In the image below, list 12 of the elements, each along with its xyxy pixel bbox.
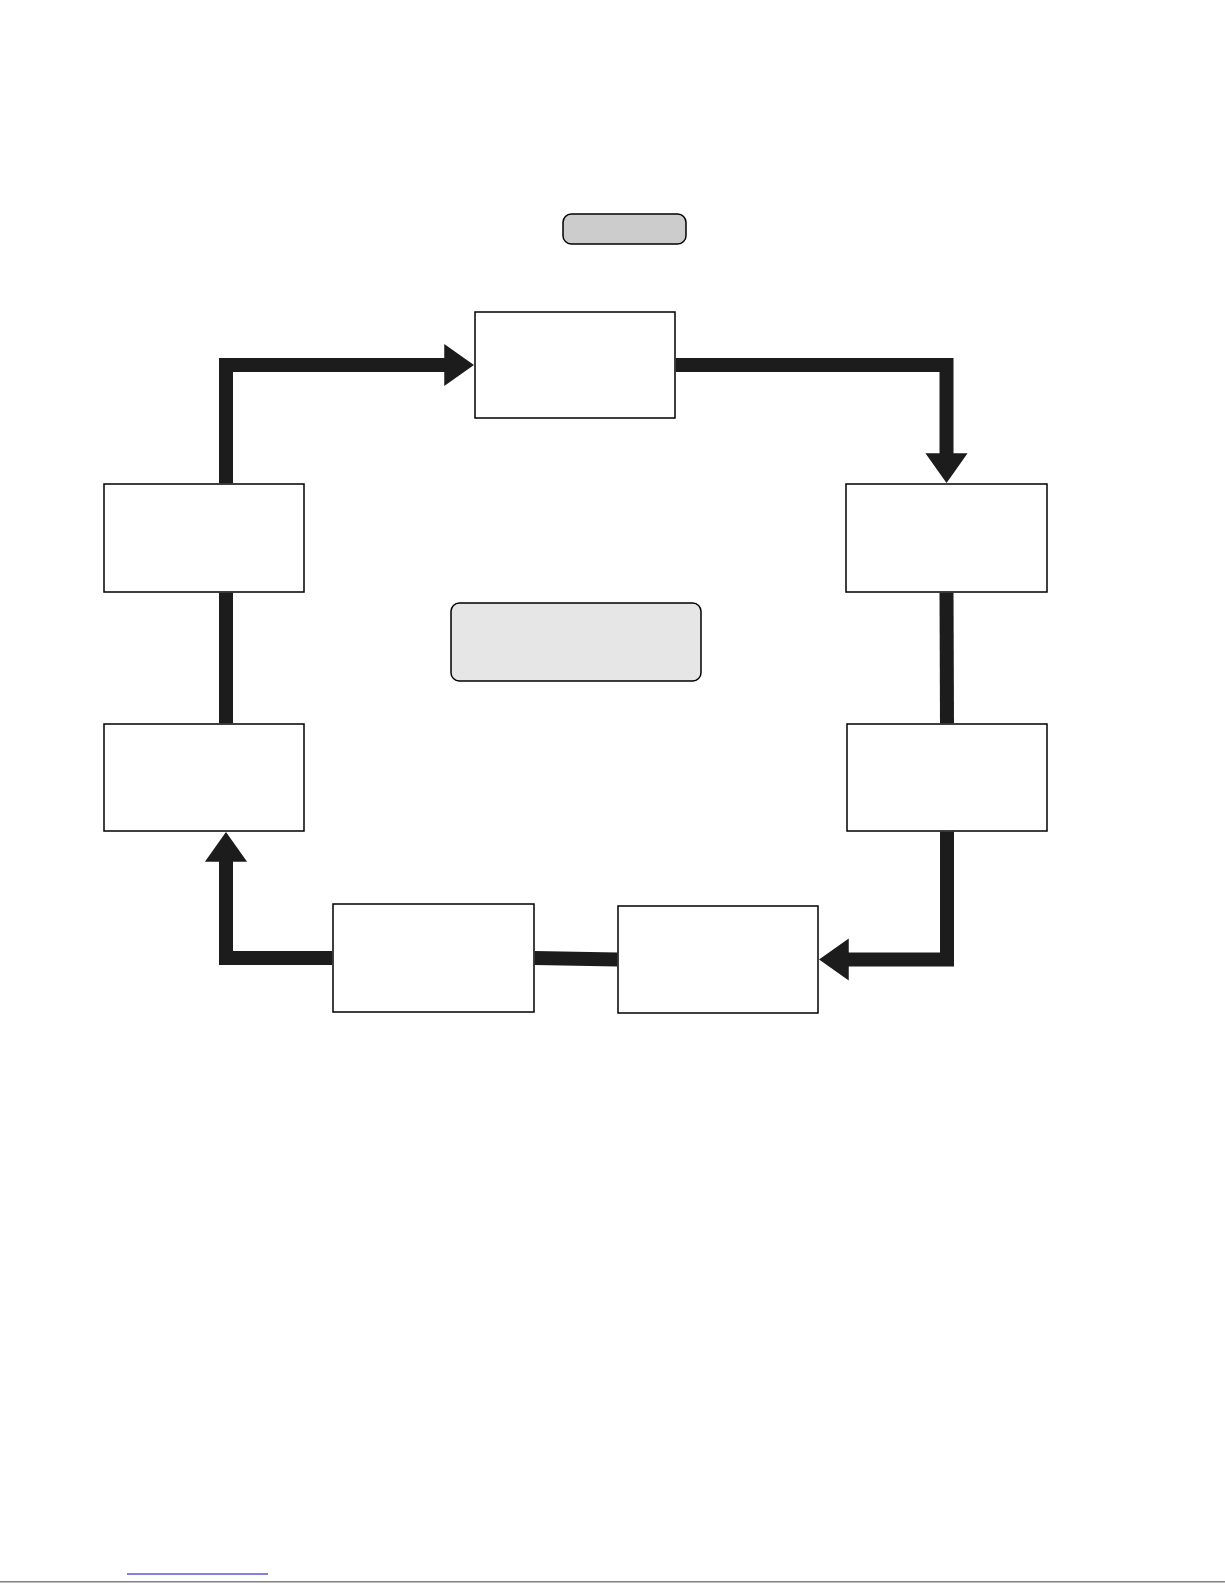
process-box <box>617 905 819 1014</box>
connector-line <box>534 951 618 967</box>
process-box <box>845 483 1048 593</box>
connector-line <box>939 592 954 724</box>
process-box <box>103 723 305 832</box>
process-box <box>103 483 305 593</box>
process-box <box>332 903 535 1013</box>
connector-line <box>219 592 233 724</box>
title-pill <box>562 213 687 245</box>
center-pill <box>450 602 702 682</box>
process-box <box>474 311 676 419</box>
process-box <box>846 723 1048 832</box>
